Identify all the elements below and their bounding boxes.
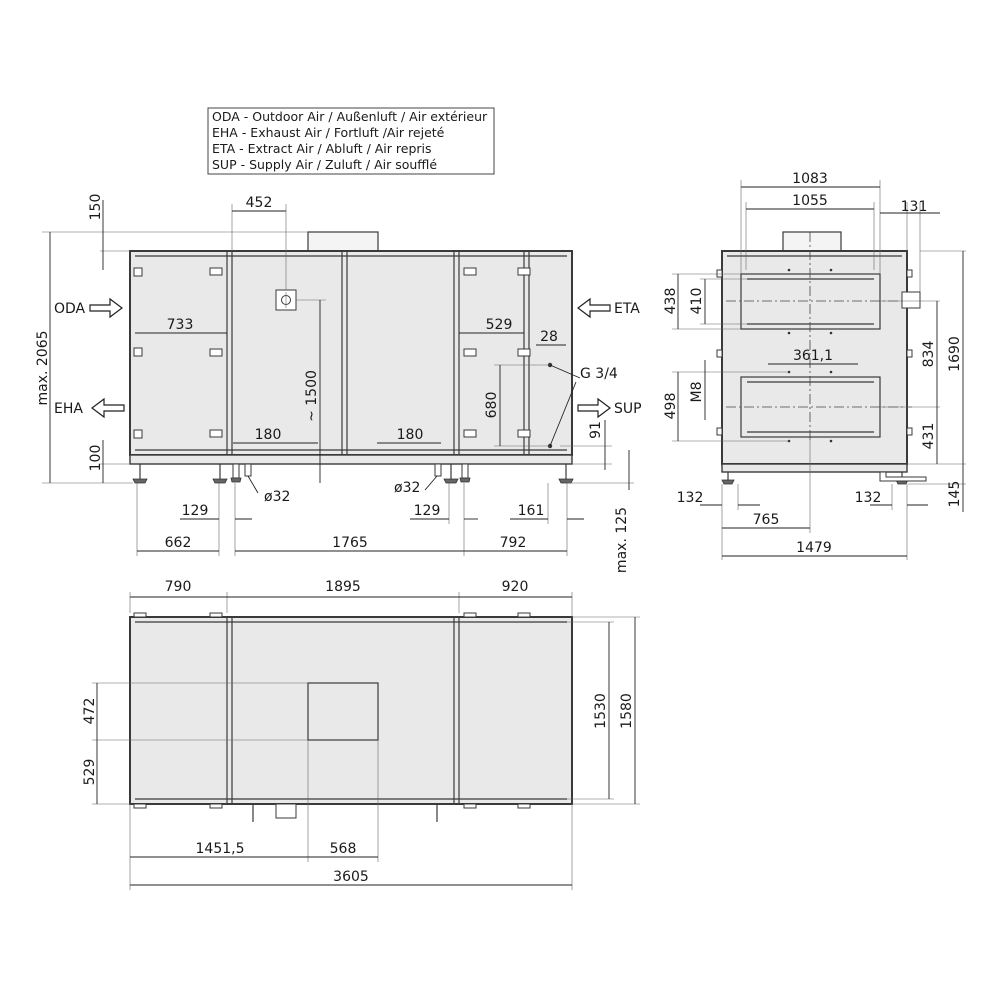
side-top-duct: [782, 231, 842, 253]
dim-472: 472: [82, 698, 98, 725]
dim-max-125: max. 125: [614, 507, 630, 573]
side-view: 1083 1055 131 438 410 498 M8 361,1: [663, 171, 966, 560]
dim-100: 100: [88, 445, 104, 472]
dim-452: 452: [246, 195, 273, 211]
dim-1895: 1895: [325, 579, 361, 595]
top-duct-collar: [307, 231, 379, 253]
top-view: 790 1895 920 472 529 1530 1580: [82, 579, 640, 890]
condensate-drains: [230, 463, 471, 483]
eta-label: ETA: [614, 301, 640, 317]
thread-g34: G 3/4: [580, 366, 618, 382]
front-dimensions: 150 max. 2065 452 ~ 1500 733 529 28: [35, 194, 634, 573]
dim-361-1: 361,1: [793, 348, 833, 364]
oda-label: ODA: [54, 301, 86, 317]
dim-150: 150: [88, 194, 104, 221]
dim-91: 91: [588, 421, 604, 439]
top-duct-opening: [307, 682, 379, 741]
dim-438: 438: [663, 288, 679, 315]
dim-410: 410: [689, 288, 705, 315]
eha-label: EHA: [54, 401, 83, 417]
dim-529-front: 529: [486, 317, 513, 333]
dim-792: 792: [500, 535, 527, 551]
dim-28: 28: [540, 329, 558, 345]
adjustable-feet: [132, 464, 574, 484]
eha-outlet-arrow: EHA: [54, 397, 125, 419]
legend-line-oda: ODA - Outdoor Air / Außenluft / Air exté…: [212, 109, 488, 124]
side-base-frame: [721, 463, 908, 473]
dim-1580: 1580: [619, 693, 635, 729]
dim-3605: 3605: [333, 869, 369, 885]
sup-label: SUP: [614, 401, 642, 417]
dim-431: 431: [921, 423, 937, 450]
dim-129-right: 129: [414, 503, 441, 519]
dim-180-right: 180: [397, 427, 424, 443]
dim-920: 920: [502, 579, 529, 595]
dim-180-left: 180: [255, 427, 282, 443]
dim-498: 498: [663, 393, 679, 420]
dim-765: 765: [753, 512, 780, 528]
dim-568: 568: [330, 841, 357, 857]
dim-132-left: 132: [677, 490, 704, 506]
dim-132-right: 132: [855, 490, 882, 506]
sup-outlet-arrow: SUP: [577, 397, 642, 419]
legend-line-eta: ETA - Extract Air / Abluft / Air repris: [212, 141, 432, 156]
eta-inlet-arrow: ETA: [577, 297, 640, 319]
dim-1530: 1530: [593, 693, 609, 729]
dim-129-left: 129: [182, 503, 209, 519]
legend-line-sup: SUP - Supply Air / Zuluft / Air soufflé: [212, 157, 437, 172]
dim-m8: M8: [689, 382, 705, 403]
top-brackets: [133, 612, 531, 809]
dim-1765: 1765: [332, 535, 368, 551]
dim-131: 131: [901, 199, 928, 215]
base-frame: [129, 454, 573, 465]
side-dimensions: 1083 1055 131 438 410 498 M8 361,1: [663, 171, 966, 560]
dim-1083: 1083: [792, 171, 828, 187]
dim-161: 161: [518, 503, 545, 519]
dim-834: 834: [921, 341, 937, 368]
dim-790: 790: [165, 579, 192, 595]
dim-approx-1500: ~ 1500: [304, 370, 320, 422]
dim-662: 662: [165, 535, 192, 551]
front-view: ODA EHA ETA SUP 150 max. 2065: [35, 194, 642, 573]
dim-680: 680: [484, 392, 500, 419]
upper-opening: [740, 273, 881, 330]
door-hinges: [133, 267, 531, 439]
dim-dia32-left: ø32: [264, 489, 290, 505]
oda-inlet-arrow: ODA: [54, 297, 123, 319]
top-dimensions: 790 1895 920 472 529 1530 1580: [82, 579, 640, 890]
dim-1690: 1690: [947, 336, 963, 372]
dim-529-top: 529: [82, 759, 98, 786]
front-unit-casing: [129, 250, 573, 456]
dim-max-2065: max. 2065: [35, 330, 51, 405]
dim-145: 145: [947, 481, 963, 508]
dim-1055: 1055: [792, 193, 828, 209]
legend-box: ODA - Outdoor Air / Außenluft / Air exté…: [207, 107, 495, 175]
dim-1479: 1479: [796, 540, 832, 556]
side-hinges: [716, 269, 913, 436]
dim-1451-5: 1451,5: [196, 841, 245, 857]
legend-line-eha: EHA - Exhaust Air / Fortluft /Air rejeté: [212, 125, 445, 140]
dim-733: 733: [167, 317, 194, 333]
dim-dia32-right: ø32: [394, 480, 420, 496]
